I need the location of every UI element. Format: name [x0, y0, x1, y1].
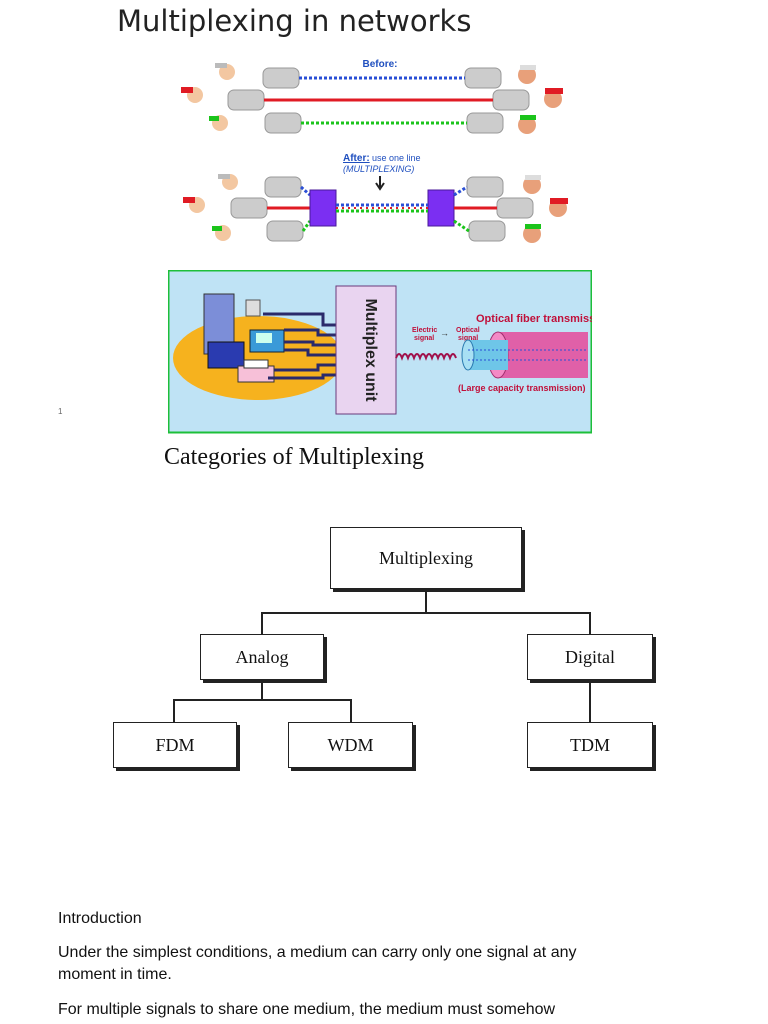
before-row-green — [264, 112, 504, 134]
node-fdm: FDM — [113, 722, 237, 768]
svg-text:→: → — [440, 328, 449, 338]
section-heading: Introduction — [58, 910, 142, 927]
tree-connector — [425, 590, 427, 613]
before-row-red — [227, 89, 530, 111]
after-lines — [230, 176, 534, 242]
signal-wires — [263, 312, 336, 380]
node-multiplexing: Multiplexing — [330, 527, 522, 589]
signal-wave — [395, 353, 457, 361]
multiplexing-label: (MULTIPLEXING) — [343, 164, 414, 174]
tree-connector — [589, 682, 591, 722]
phone-icon — [249, 329, 285, 353]
categories-heading: Categories of Multiplexing — [164, 444, 424, 470]
node-analog: Analog — [200, 634, 324, 680]
before-after-figure: Before: After: use one line (MULTIPLEXIN… — [181, 59, 568, 243]
tree-connector — [350, 699, 352, 722]
arrow-down-icon — [375, 176, 385, 191]
printer-icon — [237, 359, 275, 383]
node-tdm: TDM — [527, 722, 653, 768]
tree-connector — [262, 612, 590, 614]
multiplexer-box — [309, 189, 337, 227]
fiber-title: Optical fiber transmission — [476, 313, 592, 325]
paragraph: Under the simplest conditions, a medium … — [58, 944, 577, 983]
tree-connector — [174, 699, 351, 701]
paragraph: For multiple signals to share one medium… — [58, 1001, 556, 1018]
capacity-label: (Large capacity transmission) — [458, 383, 586, 393]
tree-connector — [261, 682, 263, 700]
computer-icon — [203, 293, 261, 369]
tree-connector — [261, 612, 263, 634]
after-label: After: — [343, 153, 370, 164]
before-row-blue — [262, 67, 502, 89]
electric-signal-label: Electric — [412, 327, 437, 334]
tree-connector — [589, 612, 591, 634]
multiplex-unit-box — [335, 285, 397, 415]
after-text: use one line — [372, 153, 421, 163]
optical-signal-label-line2: signal — [458, 335, 478, 342]
optical-signal-label: Optical — [456, 327, 480, 334]
tree-connector — [173, 699, 175, 722]
before-label: Before: — [362, 59, 397, 70]
multiplex-unit-label: Multiplex unit — [362, 298, 379, 402]
person-icon — [183, 174, 568, 243]
fiber-cable-icon — [461, 331, 588, 379]
page-title: Multiplexing in networks — [117, 4, 472, 38]
person-icon — [181, 63, 563, 134]
node-wdm: WDM — [288, 722, 413, 768]
page-number: 1 — [58, 407, 63, 416]
multiplex-unit-figure: Multiplex unit Electric signal → Optical… — [168, 270, 592, 434]
demultiplexer-box — [427, 189, 455, 227]
electric-signal-label-line2: signal — [414, 335, 434, 342]
node-digital: Digital — [527, 634, 653, 680]
